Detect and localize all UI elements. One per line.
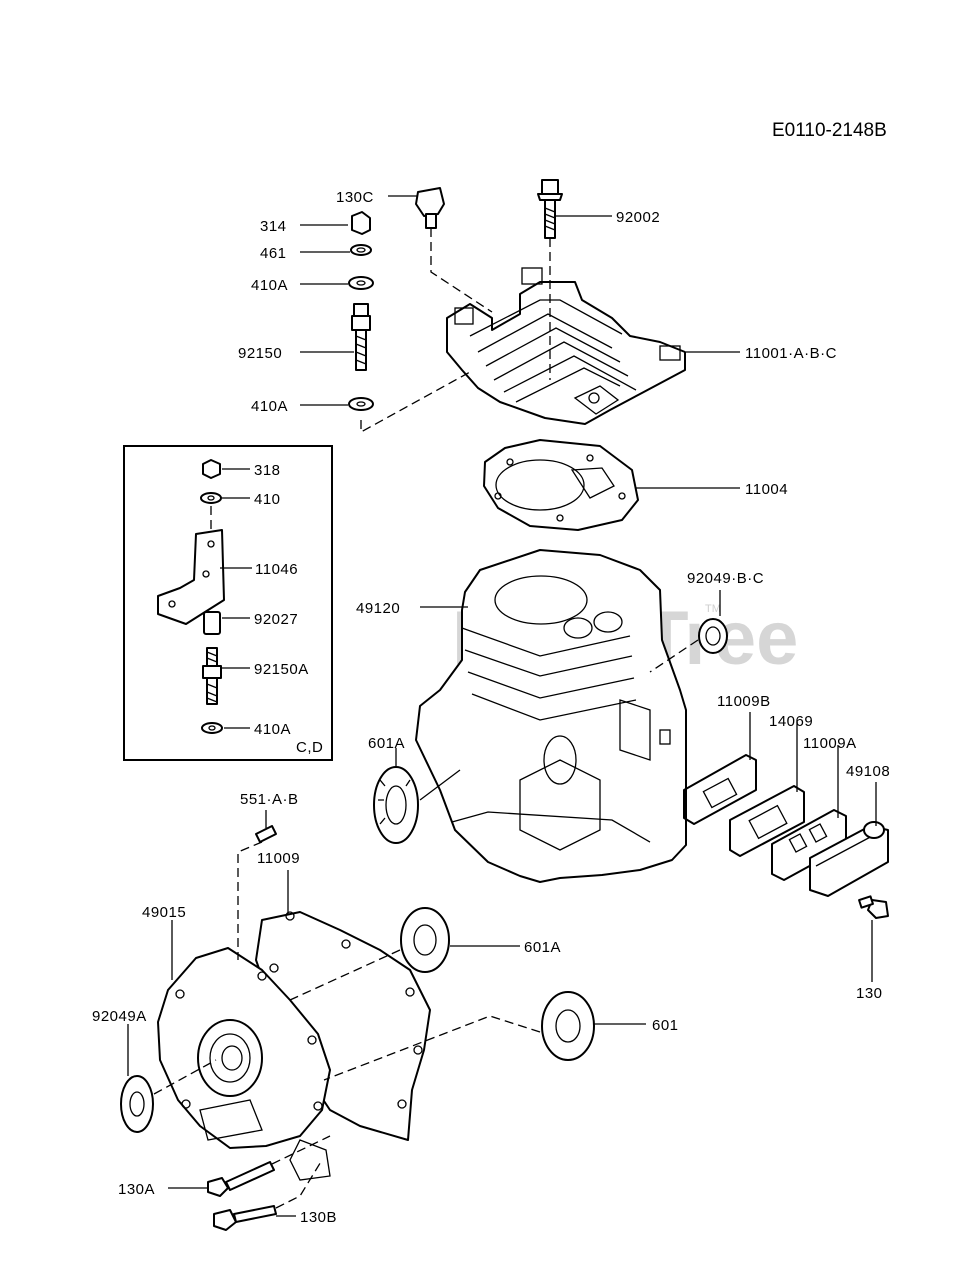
- bolt-130[interactable]: [858, 895, 889, 919]
- pin-551[interactable]: [237, 825, 277, 960]
- bearing-601A-left[interactable]: [373, 766, 461, 844]
- label-11001[interactable]: 11001·A·B·C: [745, 345, 837, 362]
- label-92049A[interactable]: 92049A: [92, 1008, 147, 1025]
- label-14069[interactable]: 14069: [769, 713, 813, 730]
- label-461[interactable]: 461: [260, 245, 287, 262]
- label-11009A[interactable]: 11009A: [803, 735, 857, 752]
- oil-seal-92049[interactable]: [649, 618, 728, 673]
- oil-seal-92049A[interactable]: [120, 1059, 217, 1133]
- bolt-130C[interactable]: [415, 187, 493, 313]
- bolt-92002[interactable]: [537, 179, 563, 380]
- label-410A-inset[interactable]: 410A: [254, 721, 291, 738]
- label-92049-bc[interactable]: 92049·B·C: [687, 570, 764, 587]
- inset-box: C,D: [123, 445, 333, 761]
- diagram-code: E0110-2148B: [772, 120, 887, 141]
- crankcase-cover[interactable]: [157, 947, 331, 1181]
- label-49108[interactable]: 49108: [846, 763, 890, 780]
- label-11004[interactable]: 11004: [745, 481, 788, 498]
- label-551[interactable]: 551·A·B: [240, 791, 299, 808]
- bolt-130B[interactable]: [213, 1159, 323, 1231]
- watermark-tm: TM: [705, 603, 721, 615]
- bolt-130A[interactable]: [207, 1135, 331, 1197]
- label-601A-left[interactable]: 601A: [368, 735, 405, 752]
- label-11009[interactable]: 11009: [257, 850, 300, 867]
- part-labels: 130C 92002 314 461 410A 92150 410A 11001…: [92, 189, 890, 1226]
- label-11009B[interactable]: 11009B: [717, 693, 771, 710]
- gasket-11009B[interactable]: [683, 754, 757, 825]
- label-601[interactable]: 601: [652, 1017, 679, 1034]
- label-92027[interactable]: 92027: [254, 611, 298, 628]
- label-130C[interactable]: 130C: [336, 189, 374, 206]
- bearing-601[interactable]: [323, 991, 595, 1081]
- label-49120[interactable]: 49120: [356, 600, 400, 617]
- label-601A-low[interactable]: 601A: [524, 939, 561, 956]
- label-92002[interactable]: 92002: [616, 209, 660, 226]
- bearing-601A-lower[interactable]: [289, 907, 450, 1001]
- label-11046[interactable]: 11046: [255, 561, 298, 578]
- label-130B[interactable]: 130B: [300, 1209, 337, 1226]
- head-gasket[interactable]: [483, 439, 639, 531]
- label-130[interactable]: 130: [856, 985, 883, 1002]
- label-130A[interactable]: 130A: [118, 1181, 155, 1198]
- cylinder-block[interactable]: [415, 549, 687, 883]
- label-410A-mid[interactable]: 410A: [251, 398, 288, 415]
- label-318[interactable]: 318: [254, 462, 281, 479]
- leader-lines: [127, 195, 877, 1217]
- muffler-49108[interactable]: [809, 821, 889, 897]
- label-410[interactable]: 410: [254, 491, 281, 508]
- stud-stack[interactable]: [348, 211, 471, 434]
- plate-14069[interactable]: [729, 785, 805, 857]
- cylinder-head[interactable]: [446, 267, 686, 425]
- label-410A-top[interactable]: 410A: [251, 277, 288, 294]
- label-314[interactable]: 314: [260, 218, 287, 235]
- label-49015[interactable]: 49015: [142, 904, 186, 921]
- inset-group-label: C,D: [296, 739, 323, 756]
- label-92150A[interactable]: 92150A: [254, 661, 309, 678]
- label-92150[interactable]: 92150: [238, 345, 282, 362]
